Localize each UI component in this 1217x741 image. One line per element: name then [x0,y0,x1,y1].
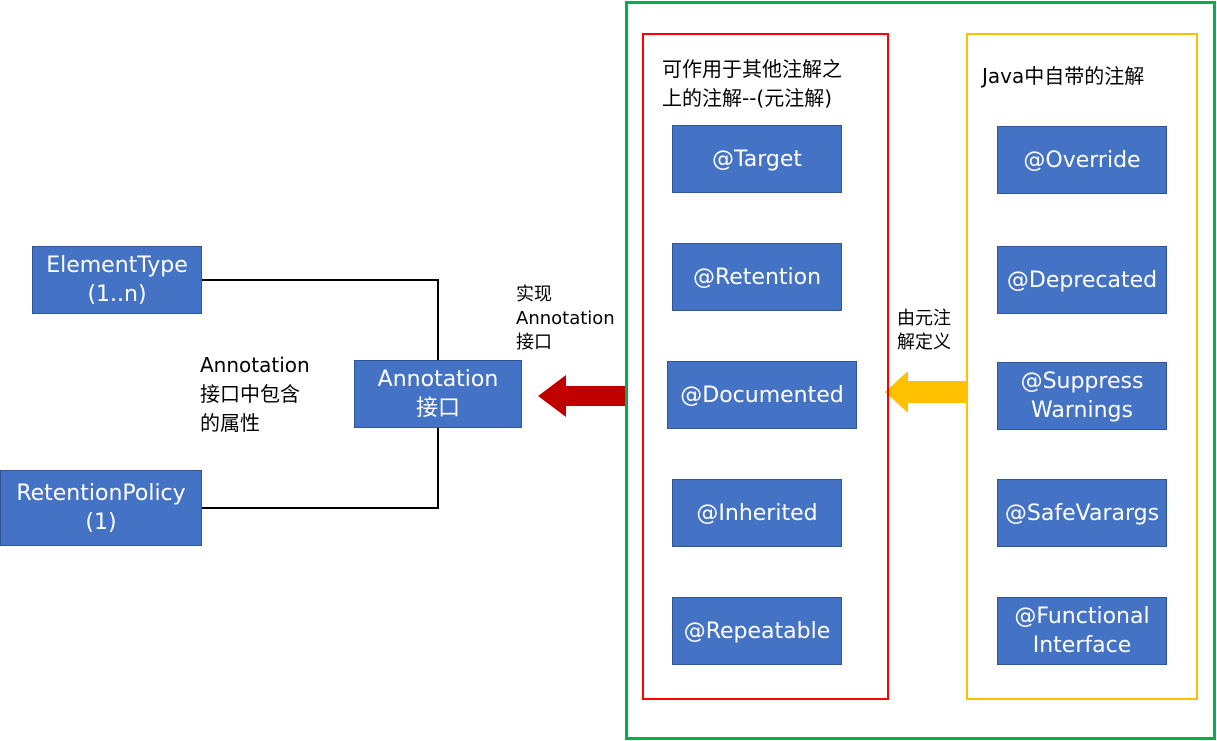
builtin-item-deprecated: @Deprecated [997,246,1167,314]
meta-annotation-frame [642,33,889,700]
meta-item-retention: @Retention [672,243,842,311]
retention-policy-name: RetentionPolicy [16,481,186,506]
meta-annotation-title: 可作用于其他注解之 上的注解--(元注解) [662,57,842,110]
element-type-name: ElementType [46,253,188,278]
annotation-interface-name: Annotation [377,367,499,392]
implement-label: 实现 Annotation 接口 [516,284,615,353]
outer-frame [625,1,1216,740]
meta-item-target: @Target [672,125,842,193]
meta-item-documented: @Documented [667,361,857,429]
builtin-annotation-frame [966,33,1198,700]
annotation-interface-box: Annotation 接口 [354,360,522,428]
retention-policy-connector [202,428,439,509]
builtin-annotation-title: Java中自带的注解 [982,64,1145,88]
define-label: 由元注 解定义 [897,308,951,353]
builtin-item-override: @Override [997,126,1167,194]
meta-item-inherited: @Inherited [672,479,842,547]
builtin-item-suppress-warnings: @Suppress Warnings [997,362,1167,430]
implement-arrow [538,375,625,417]
define-arrow [885,371,966,413]
attributes-label: Annotation 接口中包含 的属性 [200,353,310,435]
builtin-item-functional-interface: @Functional Interface [997,597,1167,665]
element-type-multiplicity: (1..n) [87,282,147,307]
builtin-item-safe-varargs: @SafeVarargs [997,479,1167,547]
element-type-box: ElementType (1..n) [32,246,202,314]
meta-item-repeatable: @Repeatable [672,597,842,665]
element-type-connector [202,279,439,368]
annotation-interface-suffix: 接口 [415,396,460,421]
retention-policy-multiplicity: (1) [85,510,117,535]
retention-policy-box: RetentionPolicy (1) [0,470,202,546]
